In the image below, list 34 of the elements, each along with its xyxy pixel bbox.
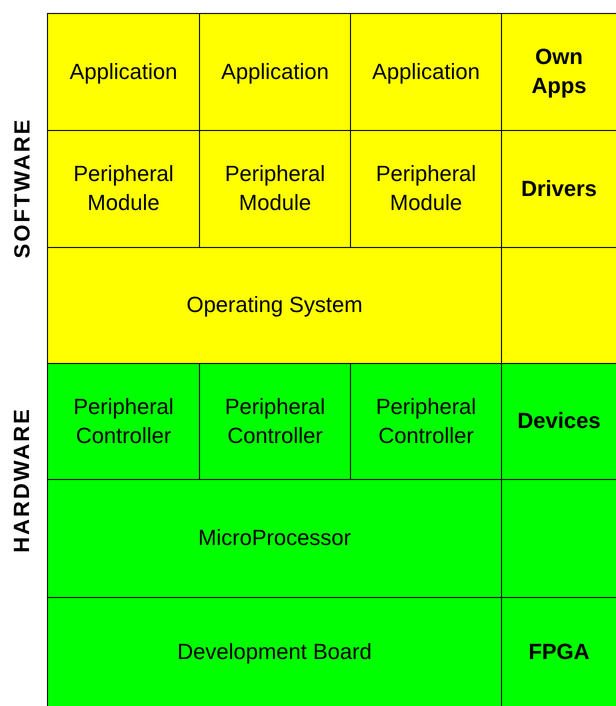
cell-label: Peripheral Module [72, 160, 175, 217]
cell-label: Peripheral Controller [72, 392, 175, 450]
layer-cell [350, 363, 502, 480]
layer-cell [47, 130, 200, 248]
layer-cell [47, 479, 502, 598]
layer-cell [199, 363, 351, 480]
cell-label: Peripheral Controller [374, 392, 478, 450]
layer-cell [501, 597, 616, 706]
cell-label: Drivers [520, 174, 598, 203]
layer-cell [501, 130, 616, 248]
layer-cell [501, 13, 616, 131]
layer-cell [501, 363, 616, 480]
cell-label: Operating System [185, 291, 364, 320]
layer-cell [199, 130, 351, 248]
cell-label: Own Apps [530, 43, 588, 100]
cell-label: Peripheral Module [224, 160, 326, 217]
cell-label: Peripheral Module [374, 160, 478, 217]
section-label: HARDWARE [8, 407, 35, 553]
layer-cell [47, 13, 200, 131]
layer-cell [47, 597, 502, 706]
layer-cell [350, 130, 502, 248]
cell-label: Application [220, 58, 330, 86]
cell-label: Peripheral Controller [224, 392, 326, 450]
layer-cell [47, 247, 502, 364]
cell-label: Devices [516, 407, 602, 436]
cell-label: Application [371, 58, 481, 86]
cell-label: MicroProcessor [197, 524, 352, 552]
section-label: SOFTWARE [8, 118, 35, 258]
cell-label: FPGA [527, 638, 591, 666]
cell-label: Development Board [176, 638, 373, 666]
layer-cell [199, 13, 351, 131]
cell-label: Application [68, 58, 178, 86]
layer-cell [47, 363, 200, 480]
layer-cell [350, 13, 502, 131]
